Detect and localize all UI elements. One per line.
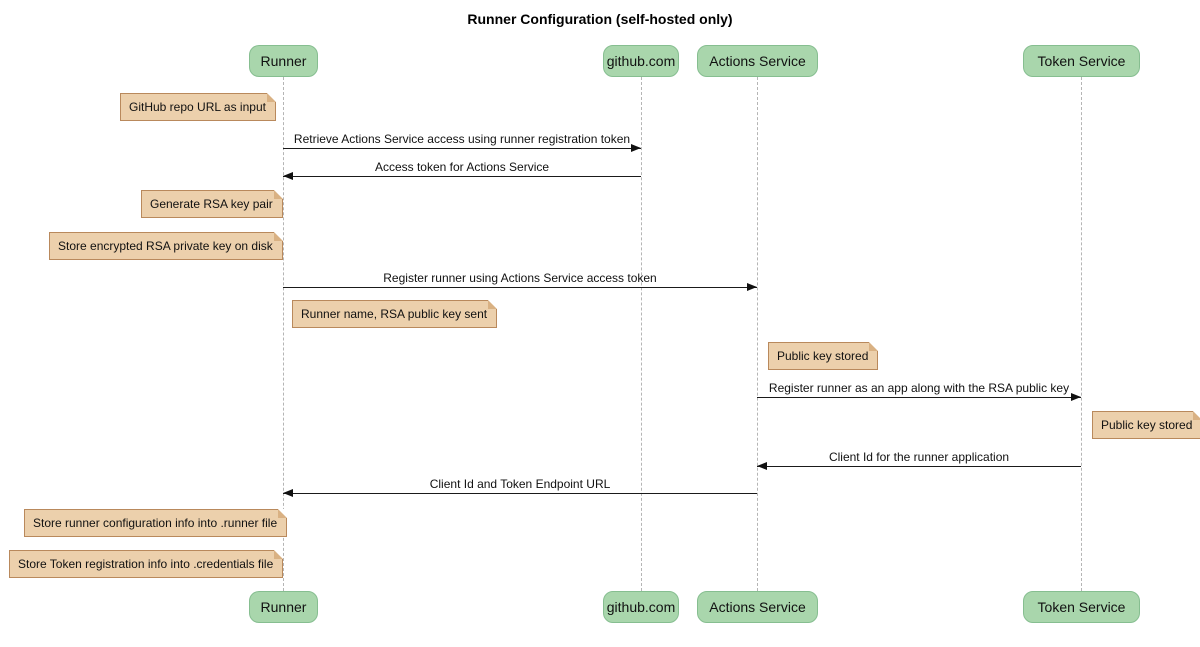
participant-runner-bottom: Runner [249,591,318,623]
message-line [283,493,757,494]
arrowhead-left-icon [283,172,293,180]
lifeline-runner [283,77,284,591]
note-github-repo-url: GitHub repo URL as input [120,93,276,121]
message-label: Register runner as an app along with the… [768,381,1070,395]
note-store-private-key: Store encrypted RSA private key on disk [49,232,283,260]
message-line [757,466,1081,467]
participant-github-top: github.com [603,45,679,77]
arrowhead-left-icon [283,489,293,497]
participant-runner-top: Runner [249,45,318,77]
note-generate-rsa-key: Generate RSA key pair [141,190,283,218]
note-public-key-stored-actions: Public key stored [768,342,879,370]
message-label: Register runner using Actions Service ac… [383,271,657,285]
message-label: Retrieve Actions Service access using ru… [293,132,631,146]
message-line [283,176,641,177]
message-label: Client Id for the runner application [828,450,1010,464]
participant-token-service-top: Token Service [1023,45,1140,77]
diagram-title: Runner Configuration (self-hosted only) [467,11,733,27]
arrowhead-right-icon [631,144,641,152]
lifeline-token-service [1081,77,1082,591]
note-runner-name-sent: Runner name, RSA public key sent [292,300,498,328]
participant-token-service-bottom: Token Service [1023,591,1140,623]
lifeline-actions-service [757,77,758,591]
arrowhead-right-icon [747,283,757,291]
message-label: Access token for Actions Service [374,160,550,174]
arrowhead-left-icon [757,462,767,470]
message-label: Client Id and Token Endpoint URL [429,477,611,491]
participant-actions-service-bottom: Actions Service [697,591,818,623]
arrowhead-right-icon [1071,393,1081,401]
message-line [283,148,641,149]
message-line [757,397,1081,398]
participant-actions-service-top: Actions Service [697,45,818,77]
note-store-runner-file: Store runner configuration info into .ru… [24,509,288,537]
note-public-key-stored-token: Public key stored [1092,411,1200,439]
lifeline-github [641,77,642,591]
note-store-credentials-file: Store Token registration info into .cred… [9,550,284,578]
participant-github-bottom: github.com [603,591,679,623]
message-line [283,287,757,288]
